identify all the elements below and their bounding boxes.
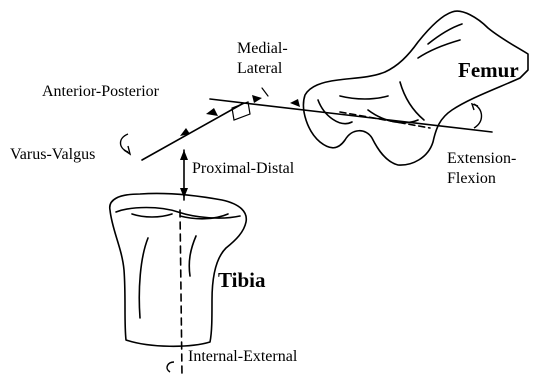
label-anterior-posterior: Anterior-Posterior (42, 83, 159, 101)
femur-bone (303, 11, 528, 165)
arrow-proximal-up (180, 150, 188, 160)
label-lateral: Lateral (237, 60, 282, 78)
arrow-medial-lateral-left (252, 95, 262, 103)
label-proximal-distal: Proximal-Distal (192, 160, 294, 178)
label-extension: Extension- (447, 150, 516, 168)
extension-flexion-rotation-arrow (474, 104, 482, 128)
arrow-medial-lateral-right (290, 99, 300, 107)
arrow-distal-down (180, 188, 188, 198)
internal-external-axis (180, 210, 182, 376)
arrow-anterior-posterior-up (206, 108, 218, 116)
axis-arrowheads (180, 95, 300, 198)
label-flexion: Flexion (447, 170, 496, 188)
internal-external-rotation-arrow (167, 362, 174, 372)
label-tibia: Tibia (218, 268, 265, 292)
medial-lateral-axis (210, 99, 492, 132)
anterior-posterior-axis (142, 104, 242, 160)
label-internal-external: Internal-External (188, 348, 297, 366)
origin-plane-marker (232, 102, 250, 120)
varus-valgus-rotation-arrow (121, 134, 129, 152)
label-femur: Femur (458, 58, 519, 82)
label-medial: Medial- (237, 40, 288, 58)
label-varus-valgus: Varus-Valgus (10, 146, 95, 164)
medial-lateral-leader (262, 88, 268, 96)
rotation-arrows (121, 104, 482, 372)
